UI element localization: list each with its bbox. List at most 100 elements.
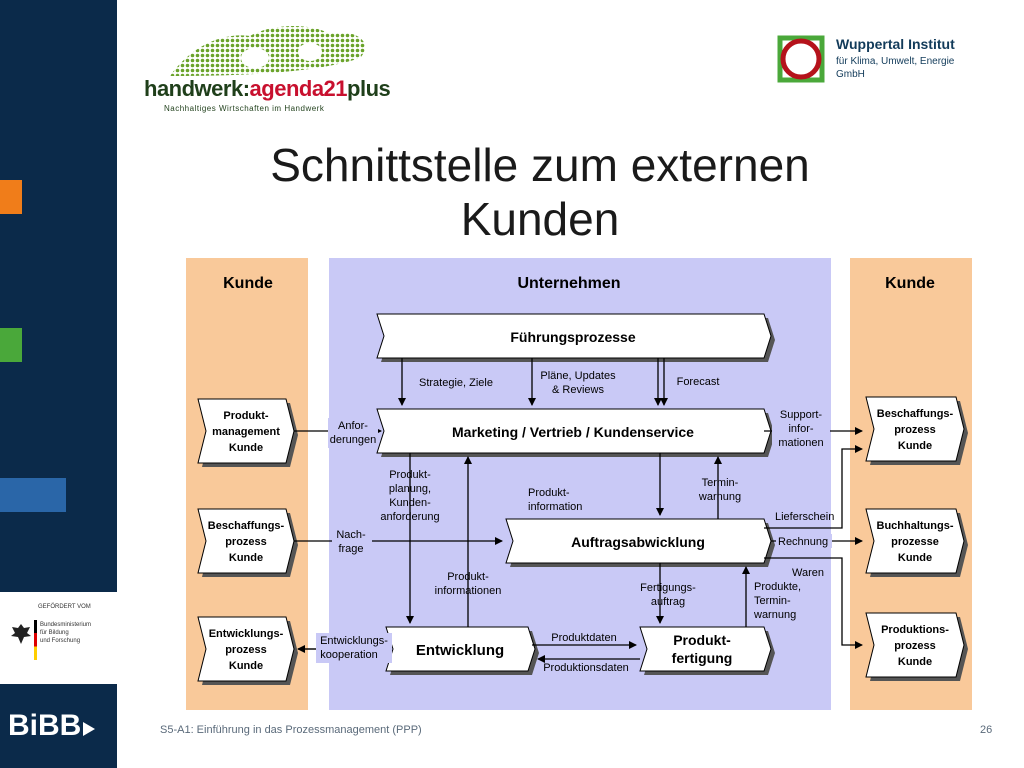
label-support-2: infor- bbox=[788, 423, 813, 435]
right-box-buchhaltung: Buchhaltungs- prozesse Kunde bbox=[865, 508, 968, 577]
rechnung-bg bbox=[776, 534, 832, 548]
funder-line1: Bundesministerium bbox=[40, 622, 92, 628]
anfor-bg bbox=[328, 418, 378, 448]
label-termin-1: Termin- bbox=[702, 477, 739, 489]
arrow-lieferschein bbox=[764, 445, 863, 529]
right-box-3-line2: prozess bbox=[894, 640, 936, 652]
entwicklung-box: Entwicklung bbox=[385, 626, 539, 675]
left-box-produktmanagement: Produkt- management Kunde bbox=[197, 398, 298, 467]
label-support-1: Support- bbox=[780, 409, 823, 421]
left-box-1-line1: Produkt- bbox=[223, 410, 269, 422]
label-ptw-2: Termin- bbox=[754, 595, 791, 607]
label-termin-2: warnung bbox=[698, 491, 741, 503]
left-box-2-line3: Kunde bbox=[229, 552, 263, 564]
title-line2: Kunden bbox=[460, 193, 620, 245]
right-box-1-line1: Beschaffungs- bbox=[877, 408, 954, 420]
left-box-beschaffung: Beschaffungs- prozess Kunde bbox=[197, 508, 298, 577]
label-pi-2: information bbox=[528, 501, 582, 513]
page-title: Schnittstelle zum externen Kunden bbox=[150, 138, 930, 246]
funder-line3: und Forschung bbox=[40, 638, 81, 644]
label-plaene-1: Pläne, Updates bbox=[540, 370, 616, 382]
label-forecast: Forecast bbox=[677, 376, 720, 388]
funder-line2: für Bildung bbox=[40, 630, 69, 636]
eagle-icon bbox=[11, 624, 31, 644]
left-box-2-line1: Beschaffungs- bbox=[208, 520, 285, 532]
left-box-3-line1: Entwicklungs- bbox=[209, 628, 284, 640]
label-rechnung: Rechnung bbox=[778, 536, 828, 548]
dotted-cloud-graphic bbox=[170, 25, 366, 76]
label-pi-1: Produkt- bbox=[528, 487, 570, 499]
right-box-produktion: Produktions- prozess Kunde bbox=[865, 612, 968, 681]
label-nachfrage-2: frage bbox=[338, 543, 363, 555]
left-box-3-line3: Kunde bbox=[229, 660, 263, 672]
label-pp-3: Kunden- bbox=[389, 497, 431, 509]
produktfertigung-label2: fertigung bbox=[672, 650, 733, 666]
right-box-2-line3: Kunde bbox=[898, 552, 932, 564]
blue-stripe bbox=[0, 478, 66, 512]
flag-icon bbox=[34, 620, 37, 660]
label-produktdaten: Produktdaten bbox=[551, 632, 616, 644]
marketing-box: Marketing / Vertrieb / Kundenservice bbox=[376, 408, 775, 457]
label-fa-1: Fertigungs- bbox=[640, 582, 696, 594]
label-support-3: mationen bbox=[778, 437, 823, 449]
left-box-1-line3: Kunde bbox=[229, 442, 263, 454]
bibb-logo: BiBB bbox=[0, 684, 117, 768]
kooperation-bg bbox=[316, 633, 392, 663]
fuehrungsprozesse-box: Führungsprozesse bbox=[376, 313, 775, 362]
label-pp-2: planung, bbox=[389, 483, 431, 495]
left-box-entwicklung: Entwicklungs- prozess Kunde bbox=[197, 616, 298, 685]
left-box-1-line2: management bbox=[212, 426, 280, 438]
label-produktionsdaten: Produktionsdaten bbox=[543, 662, 629, 674]
footer-text: S5-A1: Einführung in das Prozessmanageme… bbox=[160, 724, 422, 736]
auftragsabwicklung-box: Auftragsabwicklung bbox=[505, 518, 775, 567]
support-bg bbox=[772, 407, 830, 451]
logo-tagline: Nachhaltiges Wirtschaften im Handwerk bbox=[164, 104, 325, 113]
label-waren: Waren bbox=[792, 567, 824, 579]
label-plaene-2: & Reviews bbox=[552, 384, 604, 396]
marketing-label: Marketing / Vertrieb / Kundenservice bbox=[452, 424, 694, 440]
label-nachfrage-1: Nach- bbox=[336, 529, 366, 541]
page-number: 26 bbox=[980, 724, 993, 736]
title-line1: Schnittstelle zum externen bbox=[270, 139, 810, 191]
handwerk-agenda21-logo: handwerk:agenda21plus Nachhaltiges Wirts… bbox=[140, 18, 391, 122]
auftragsabwicklung-label: Auftragsabwicklung bbox=[571, 534, 705, 550]
orange-stripe bbox=[0, 180, 22, 214]
fuehrungsprozesse-label: Führungsprozesse bbox=[510, 329, 635, 345]
label-ptw-1: Produkte, bbox=[754, 581, 801, 593]
label-anfor-2: derungen bbox=[330, 434, 377, 446]
funder-label: GEFÖRDERT VOM bbox=[38, 604, 91, 610]
unternehmen-heading: Unternehmen bbox=[517, 275, 620, 292]
label-pinfos-2: informationen bbox=[435, 585, 502, 597]
label-ek-1: Entwicklungs- bbox=[320, 635, 388, 647]
right-box-2-line2: prozesse bbox=[891, 536, 939, 548]
entwicklung-label: Entwicklung bbox=[416, 642, 504, 659]
left-box-3-line2: prozess bbox=[225, 644, 267, 656]
label-lieferschein: Lieferschein bbox=[775, 511, 834, 523]
green-stripe bbox=[0, 328, 22, 362]
label-fa-2: auftrag bbox=[651, 596, 685, 608]
label-ptw-3: warnung bbox=[753, 609, 796, 621]
label-ek-2: kooperation bbox=[320, 649, 378, 661]
wuppertal-institut-logo: Wuppertal Institut für Klima, Umwelt, En… bbox=[776, 34, 986, 88]
bibb-text: BiBB bbox=[8, 709, 82, 742]
kunde-left-heading: Kunde bbox=[223, 275, 273, 292]
nachfrage-bg bbox=[332, 526, 372, 556]
right-box-3-line1: Produktions- bbox=[881, 624, 949, 636]
right-box-2-line1: Buchhaltungs- bbox=[877, 520, 954, 532]
kunde-right-heading: Kunde bbox=[885, 275, 935, 292]
label-pp-4: anforderung bbox=[380, 511, 439, 523]
label-pinfos-1: Produkt- bbox=[447, 571, 489, 583]
right-box-3-line3: Kunde bbox=[898, 656, 932, 668]
arrow-waren bbox=[764, 557, 863, 649]
label-strategie: Strategie, Ziele bbox=[419, 377, 493, 389]
logo-right-line1: Wuppertal Institut bbox=[836, 36, 955, 52]
right-box-beschaffung: Beschaffungs- prozess Kunde bbox=[865, 396, 968, 465]
produktfertigung-label1: Produkt- bbox=[673, 632, 731, 648]
produktfertigung-box: Produkt- fertigung bbox=[639, 626, 775, 675]
logo-wordmark: handwerk:agenda21plus bbox=[144, 76, 391, 101]
label-pp-1: Produkt- bbox=[389, 469, 431, 481]
right-box-1-line2: prozess bbox=[894, 424, 936, 436]
wuppertal-emblem-icon bbox=[777, 35, 825, 83]
